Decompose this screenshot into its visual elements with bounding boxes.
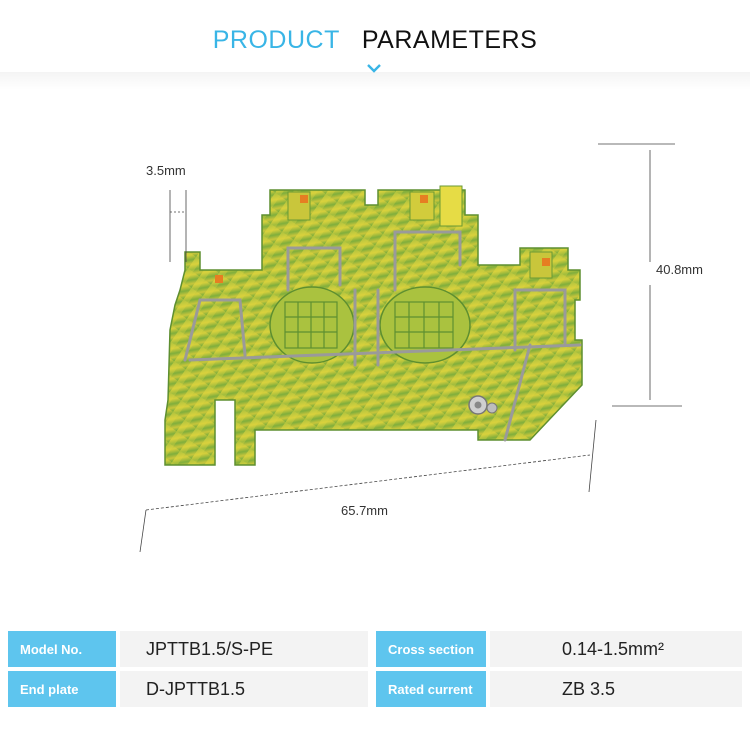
product-image bbox=[139, 143, 682, 553]
page-title: PRODUCT PARAMETERS bbox=[0, 26, 750, 55]
title-product: PRODUCT bbox=[212, 26, 340, 54]
cross-section-value: 0.14-1.5mm² bbox=[490, 631, 742, 667]
model-value: JPTTB1.5/S-PE bbox=[120, 631, 368, 667]
rated-current-value: ZB 3.5 bbox=[490, 671, 742, 707]
dimension-lines bbox=[139, 143, 682, 553]
cross-section-label: Cross section bbox=[376, 631, 486, 667]
model-label: Model No. bbox=[8, 631, 116, 667]
spec-row: Model No. JPTTB1.5/S-PE Cross section 0.… bbox=[8, 631, 742, 667]
end-plate-value: D-JPTTB1.5 bbox=[120, 671, 368, 707]
dimension-length: 65.7mm bbox=[341, 503, 388, 518]
dimension-width-small: 3.5mm bbox=[146, 163, 186, 178]
rated-current-label: Rated current bbox=[376, 671, 486, 707]
title-parameters: PARAMETERS bbox=[361, 26, 538, 54]
dimension-height: 40.8mm bbox=[656, 262, 703, 277]
header: PRODUCT PARAMETERS bbox=[0, 0, 750, 90]
chevron-down-icon bbox=[367, 64, 381, 73]
header-divider bbox=[0, 72, 750, 90]
terminal-block bbox=[164, 185, 583, 466]
spec-row: End plate D-JPTTB1.5 Rated current ZB 3.… bbox=[8, 671, 742, 707]
end-plate-label: End plate bbox=[8, 671, 116, 707]
